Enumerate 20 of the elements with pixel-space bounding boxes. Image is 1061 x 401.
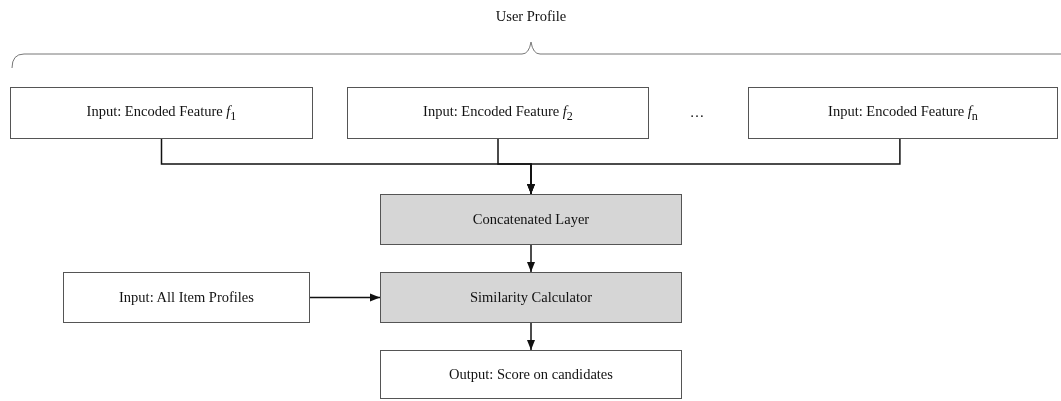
brace-label: User Profile: [495, 8, 567, 25]
node-text: Output: Score on candidates: [449, 366, 613, 383]
input-box: [10, 87, 313, 139]
arrow: [309, 293, 381, 302]
calculator-box: [380, 272, 682, 323]
node-text: Concatenated Layer: [472, 211, 590, 228]
input-box: [63, 272, 310, 323]
ellipsis: …: [689, 104, 705, 121]
layer-box: [380, 194, 682, 245]
arrow: [526, 322, 536, 351]
node-text: Input: Encoded Feature f$_{n}$: [828, 102, 978, 124]
node-text: Input: Encoded Feature f$_{1}$: [86, 102, 237, 124]
output-box: [380, 350, 682, 399]
input-box: [748, 87, 1058, 139]
arrow: [526, 244, 536, 273]
input-box: [347, 87, 649, 139]
node-text: Input: Encoded Feature f$_{2}$: [423, 102, 573, 124]
arrow: [526, 138, 901, 195]
node-text: Input: All Item Profiles: [119, 289, 254, 306]
node-text: Similarity Calculator: [470, 289, 592, 306]
